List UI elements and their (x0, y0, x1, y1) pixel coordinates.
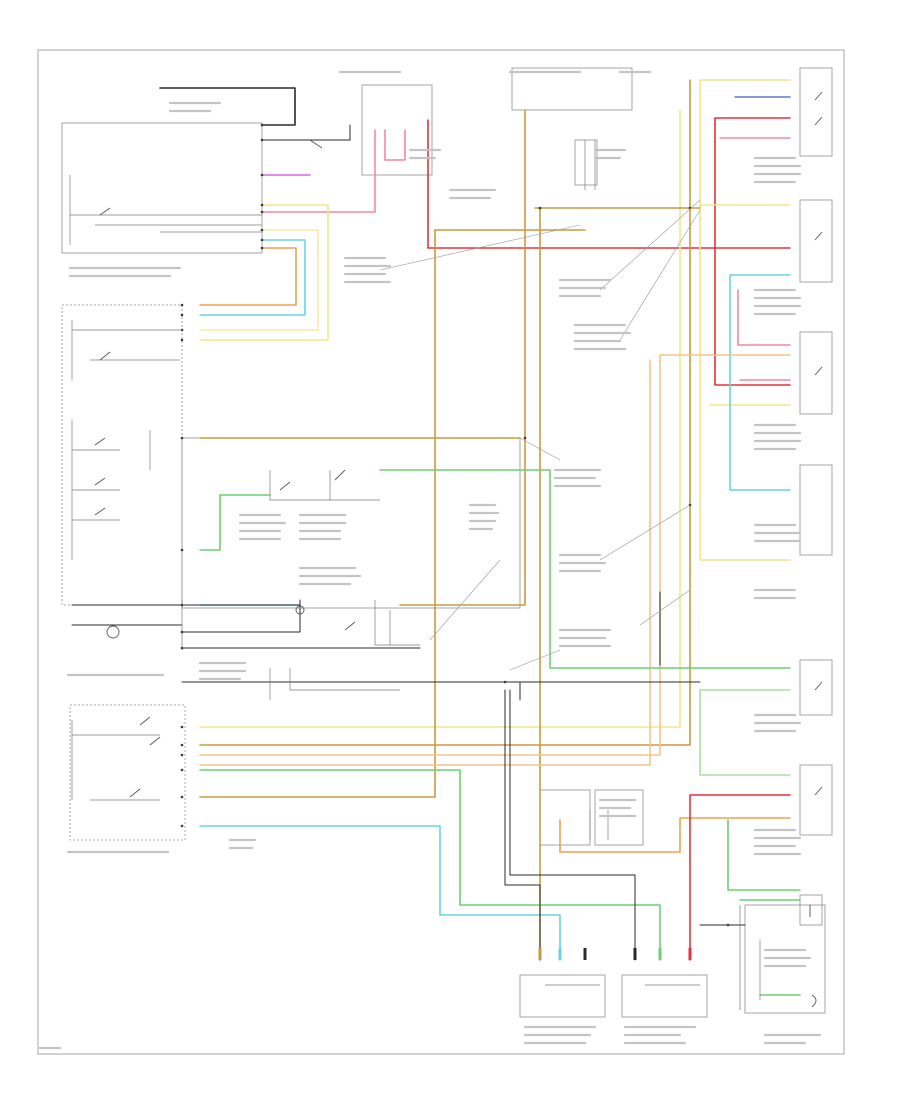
wire-gray (504, 689, 541, 961)
wire-gray (181, 681, 521, 701)
rear-actuator-block (519, 974, 606, 1018)
wire-orange (199, 247, 297, 306)
wire-tan (399, 109, 526, 606)
wire-light-green (699, 689, 791, 776)
control-head-block (61, 304, 183, 606)
pressure-switch-box (594, 789, 644, 846)
relay-block (511, 67, 633, 111)
rear-switch-box (539, 789, 591, 846)
fuse-block (361, 84, 433, 176)
leader-lines (379, 199, 701, 671)
diagram-frame (37, 49, 845, 1055)
wire-pink (737, 289, 791, 346)
wire-green (727, 819, 801, 891)
terminal-dots (180, 123, 730, 927)
actuator-block (799, 764, 833, 836)
component-outlines (61, 67, 833, 1018)
wire-cyan (199, 825, 561, 961)
center-module-block (181, 437, 521, 609)
actuator-block (799, 659, 833, 716)
wire-tan (199, 229, 586, 798)
compressor-relay-block (744, 904, 826, 1014)
wire-red (689, 794, 791, 961)
wire-light-orange (199, 354, 791, 756)
wire-green (379, 469, 791, 669)
actuator-block (799, 199, 833, 283)
label-texture (38, 70, 822, 1050)
wire-red (714, 117, 791, 386)
wire-gray (509, 689, 636, 961)
wire-green (199, 769, 661, 961)
connector-pins (538, 948, 692, 960)
wire-pink (261, 129, 376, 213)
wire-orange (559, 817, 791, 853)
control-module-block (61, 122, 263, 254)
actuator-block (799, 67, 833, 157)
wire-gray (181, 599, 301, 633)
wire-light-yellow (199, 229, 319, 331)
switch-symbols (94, 91, 823, 1008)
wire-cyan (729, 274, 791, 491)
wire-black (261, 124, 351, 141)
wire-yellow (199, 109, 681, 728)
rear-control-block (69, 704, 186, 841)
wire-light-orange (199, 359, 651, 766)
relay-box (574, 139, 598, 186)
wire-pink (384, 129, 406, 161)
actuator-block (799, 331, 833, 415)
internal-wiring (69, 140, 761, 1010)
compressor-clutch-box (799, 894, 823, 926)
wire-yellow (699, 79, 791, 561)
wire-green (199, 494, 271, 551)
wires (71, 79, 801, 996)
rear-actuator-block (621, 974, 708, 1018)
wire-yellow (199, 204, 329, 341)
wire-tan (199, 79, 691, 746)
wire-black (159, 87, 296, 126)
wire-cyan (199, 239, 306, 316)
wire-red (427, 119, 791, 249)
actuator-block (799, 464, 833, 556)
